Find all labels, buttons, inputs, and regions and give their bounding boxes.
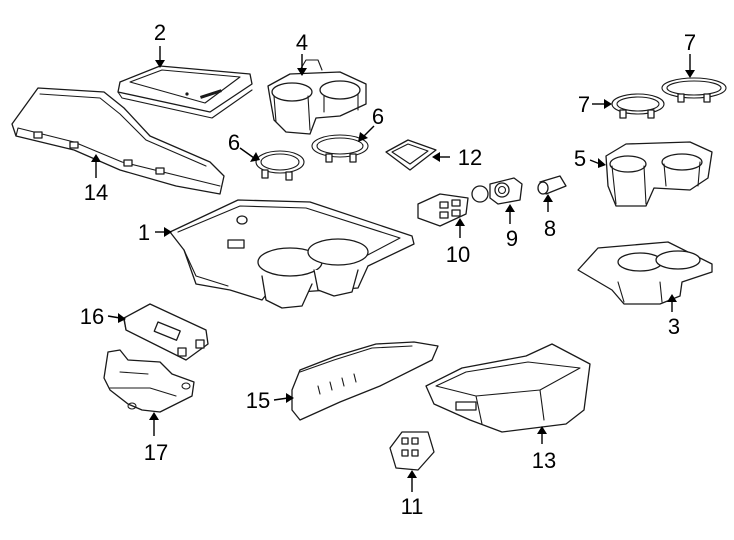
callout-17: 17 <box>144 440 168 465</box>
callout-2: 2 <box>154 20 166 45</box>
callout-8: 8 <box>544 216 556 241</box>
callout-labels: 2 4 6 6 12 7 7 5 1 10 9 8 3 14 16 17 15 … <box>80 20 696 519</box>
part-13-storage-bin <box>425 343 591 433</box>
callout-6-left: 6 <box>228 130 240 155</box>
part-6-ring-left <box>255 150 305 181</box>
part-11-switch <box>389 431 435 471</box>
callout-3: 3 <box>668 314 680 339</box>
callout-11: 11 <box>401 494 424 519</box>
part-2-lid-tray <box>117 65 253 119</box>
part-8-plug <box>537 175 567 195</box>
part-12-pad <box>385 139 437 171</box>
part-7-ring-left <box>611 93 665 119</box>
callout-15: 15 <box>246 388 270 413</box>
callout-1: 1 <box>138 220 150 245</box>
part-4-cup-holder <box>267 59 367 135</box>
part-6-ring-right <box>311 134 369 163</box>
part-14-console-panel <box>11 87 225 195</box>
part-5-cup-insert <box>605 141 713 207</box>
callout-6-right: 6 <box>372 104 384 129</box>
callout-12: 12 <box>458 145 482 170</box>
callout-7-right: 7 <box>684 30 696 55</box>
callout-5: 5 <box>574 146 586 171</box>
callout-7-left: 7 <box>578 92 590 117</box>
part-15-side-panel <box>291 341 439 421</box>
part-10-switch <box>417 193 469 227</box>
callout-9: 9 <box>506 226 518 251</box>
part-16-module <box>123 303 209 361</box>
callout-13: 13 <box>532 448 556 473</box>
part-17-bracket <box>103 349 195 413</box>
callout-10: 10 <box>446 242 470 267</box>
callout-4: 4 <box>296 30 308 55</box>
callout-16: 16 <box>80 304 104 329</box>
part-7-ring-right <box>661 77 727 103</box>
callout-14: 14 <box>84 180 108 205</box>
part-1-console-base <box>169 199 415 309</box>
leader-lines <box>91 46 695 492</box>
part-3-cup-tray <box>577 241 713 305</box>
part-9-socket <box>471 177 523 205</box>
